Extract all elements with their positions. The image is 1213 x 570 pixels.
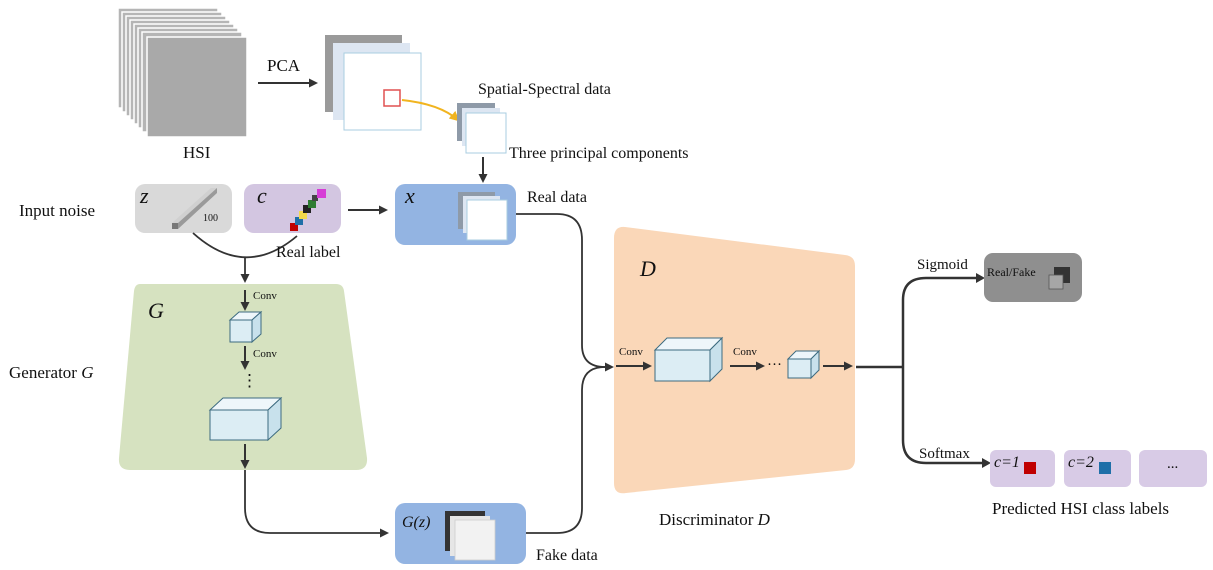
gen-large-cube: [208, 396, 283, 442]
noise-dim-label: 100: [203, 213, 218, 224]
class1-label: c=1: [994, 454, 1020, 471]
gz-symbol: G(z): [402, 514, 431, 531]
discriminator-symbol: D: [640, 256, 656, 281]
softmax-label: Softmax: [919, 446, 970, 462]
spatial-spectral-label: Spatial-Spectral data: [478, 81, 611, 98]
predicted-labels-caption: Predicted HSI class labels: [992, 499, 1170, 518]
real-data-label: Real data: [527, 189, 587, 206]
class1-box: [990, 450, 1055, 487]
gen-conv1-label: Conv: [253, 290, 277, 302]
disc-large-cube: [653, 336, 724, 383]
disc-ellipsis: ···: [767, 357, 782, 373]
disc-conv2-label: Conv: [733, 346, 757, 358]
class-more-box: [1139, 450, 1207, 487]
class-more-label: ...: [1167, 456, 1179, 472]
hsi-label: HSI: [183, 143, 211, 162]
class2-label: c=2: [1068, 454, 1094, 471]
output-branch: [856, 276, 983, 465]
sigmoid-label: Sigmoid: [917, 257, 968, 273]
noise-box: [135, 184, 232, 233]
hsi-cube-stack: [117, 7, 248, 138]
real-data-stack: [458, 192, 508, 241]
disc-conv1-label: Conv: [619, 346, 643, 358]
principal-components-stack: [457, 103, 507, 154]
generator-block: [118, 284, 368, 470]
class1-swatch: [1024, 462, 1036, 474]
noise-label-merge-curve: [192, 232, 298, 259]
fake-data-stack: [445, 511, 496, 561]
pca-label: PCA: [267, 56, 301, 75]
sigmoid-arrowhead: [976, 273, 985, 283]
softmax-arrowhead: [982, 458, 991, 468]
fake-to-disc-connector: [526, 366, 606, 534]
principal-components-label: Three principal components: [509, 145, 689, 162]
gen-to-fake-connector: [244, 470, 389, 538]
pca-output-stack: [325, 35, 422, 131]
z-symbol: z: [140, 183, 149, 208]
disc-small-cube: [786, 349, 821, 380]
patch-extract-arrow: [401, 99, 460, 122]
noise-vector-bar: [172, 188, 217, 229]
real-fake-icon: [1048, 267, 1070, 290]
generator-side-label: Generator G: [9, 363, 94, 382]
c-symbol: c: [257, 183, 267, 208]
real-to-disc-connector: [516, 213, 614, 372]
real-fake-label: Real/Fake: [987, 265, 1036, 279]
gen-conv2-label: Conv: [253, 348, 277, 360]
x-symbol: x: [405, 183, 415, 208]
fake-data-label: Fake data: [536, 547, 598, 564]
gen-ellipsis: ⋮: [241, 371, 258, 390]
sigmoid-output-box: [984, 253, 1082, 302]
real-label-caption: Real label: [276, 244, 341, 261]
discriminator-block: [614, 226, 855, 494]
input-noise-label: Input noise: [19, 201, 96, 220]
discriminator-caption: Discriminator D: [659, 510, 770, 529]
gen-small-cube: [228, 310, 263, 344]
class2-swatch: [1099, 462, 1111, 474]
label-code-blocks: [290, 189, 326, 231]
class2-box: [1064, 450, 1131, 487]
generator-symbol: G: [148, 298, 164, 323]
